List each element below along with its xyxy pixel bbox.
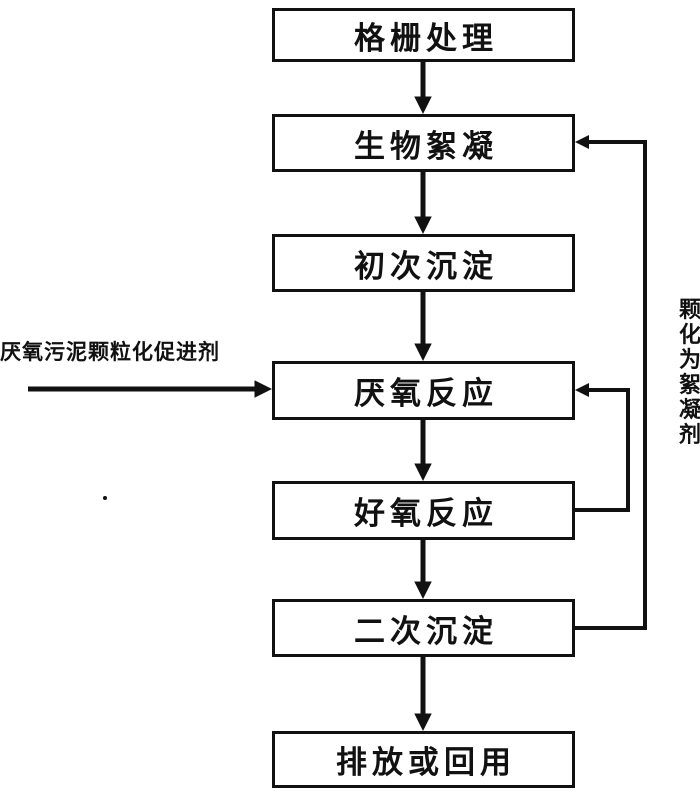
node-label: 厌氧反应 [354,376,498,411]
node-bio-flocculation: 生物絮凝 [272,114,575,172]
node-secondary-sedimentation: 二次沉淀 [272,599,575,657]
node-label: 二次沉淀 [354,613,498,649]
arrow-secondary-feedback-to-flocculation [575,135,647,630]
label-anaerobic-sludge-promoter: 厌氧污泥颗粒化促进剂 [0,340,220,364]
node-label: 生物絮凝 [354,128,498,164]
node-discharge-or-reuse: 排放或回用 [272,731,575,788]
node-grating-treatment: 格栅处理 [272,8,575,62]
node-label: 排放或回用 [336,745,516,780]
node-label: 好氧反应 [354,496,498,531]
node-primary-sedimentation: 初次沉淀 [272,234,575,292]
node-label: 初次沉淀 [354,248,498,284]
arrow-aerobic-feedback-to-anaerobic [575,383,630,512]
scan-dot [103,496,107,500]
node-anaerobic-reaction: 厌氧反应 [272,361,575,420]
node-aerobic-reaction: 好氧反应 [272,481,575,540]
node-label: 格栅处理 [354,20,498,56]
label-granulated-sludge-flocculant: 颗 化 为 絮 凝 剂 [679,297,700,447]
